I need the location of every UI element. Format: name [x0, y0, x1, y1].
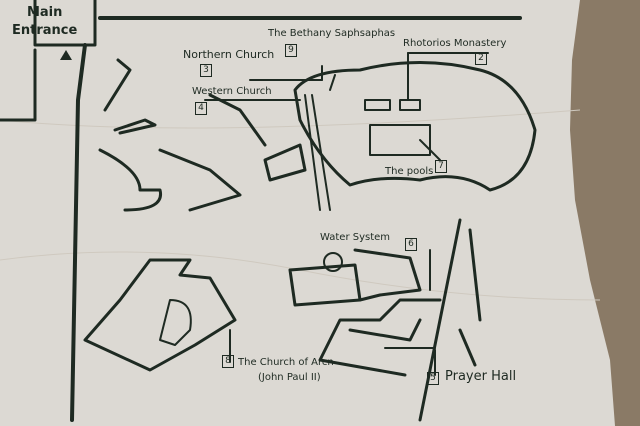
stone-slab — [0, 0, 615, 426]
site-number-7: 7 — [435, 160, 447, 173]
site-label-western-church: Western Church — [192, 86, 272, 97]
site-number-6: 6 — [405, 238, 417, 251]
site-label-prayer-hall: Prayer Hall — [445, 369, 517, 384]
site-label-bethany: The Bethany Saphsaphas — [268, 28, 396, 39]
site-number-8: 8 — [222, 355, 234, 368]
site-label-church-of-arcn: The Church of Arcn — [238, 357, 334, 368]
site-number-2: 2 — [475, 52, 487, 65]
map-lines — [0, 0, 537, 422]
site-label-rhotorios: Rhotorios Monastery — [403, 38, 507, 49]
entrance-arrow-icon — [60, 50, 72, 60]
entrance-line2: Entrance — [12, 23, 78, 38]
site-number-9: 9 — [285, 44, 297, 57]
site-label-pools: The pools — [385, 166, 434, 177]
site-number-5: 5 — [427, 372, 439, 385]
site-label-water-system: Water System — [320, 232, 391, 243]
site-number-4: 4 — [195, 102, 207, 115]
site-label-john-paul: (John Paul II) — [258, 372, 321, 383]
main-entrance-label: Main Entrance — [12, 4, 77, 40]
site-number-3: 3 — [200, 64, 212, 77]
site-label-northern-church: Northern Church — [183, 48, 275, 61]
entrance-line1: Main — [26, 5, 63, 20]
